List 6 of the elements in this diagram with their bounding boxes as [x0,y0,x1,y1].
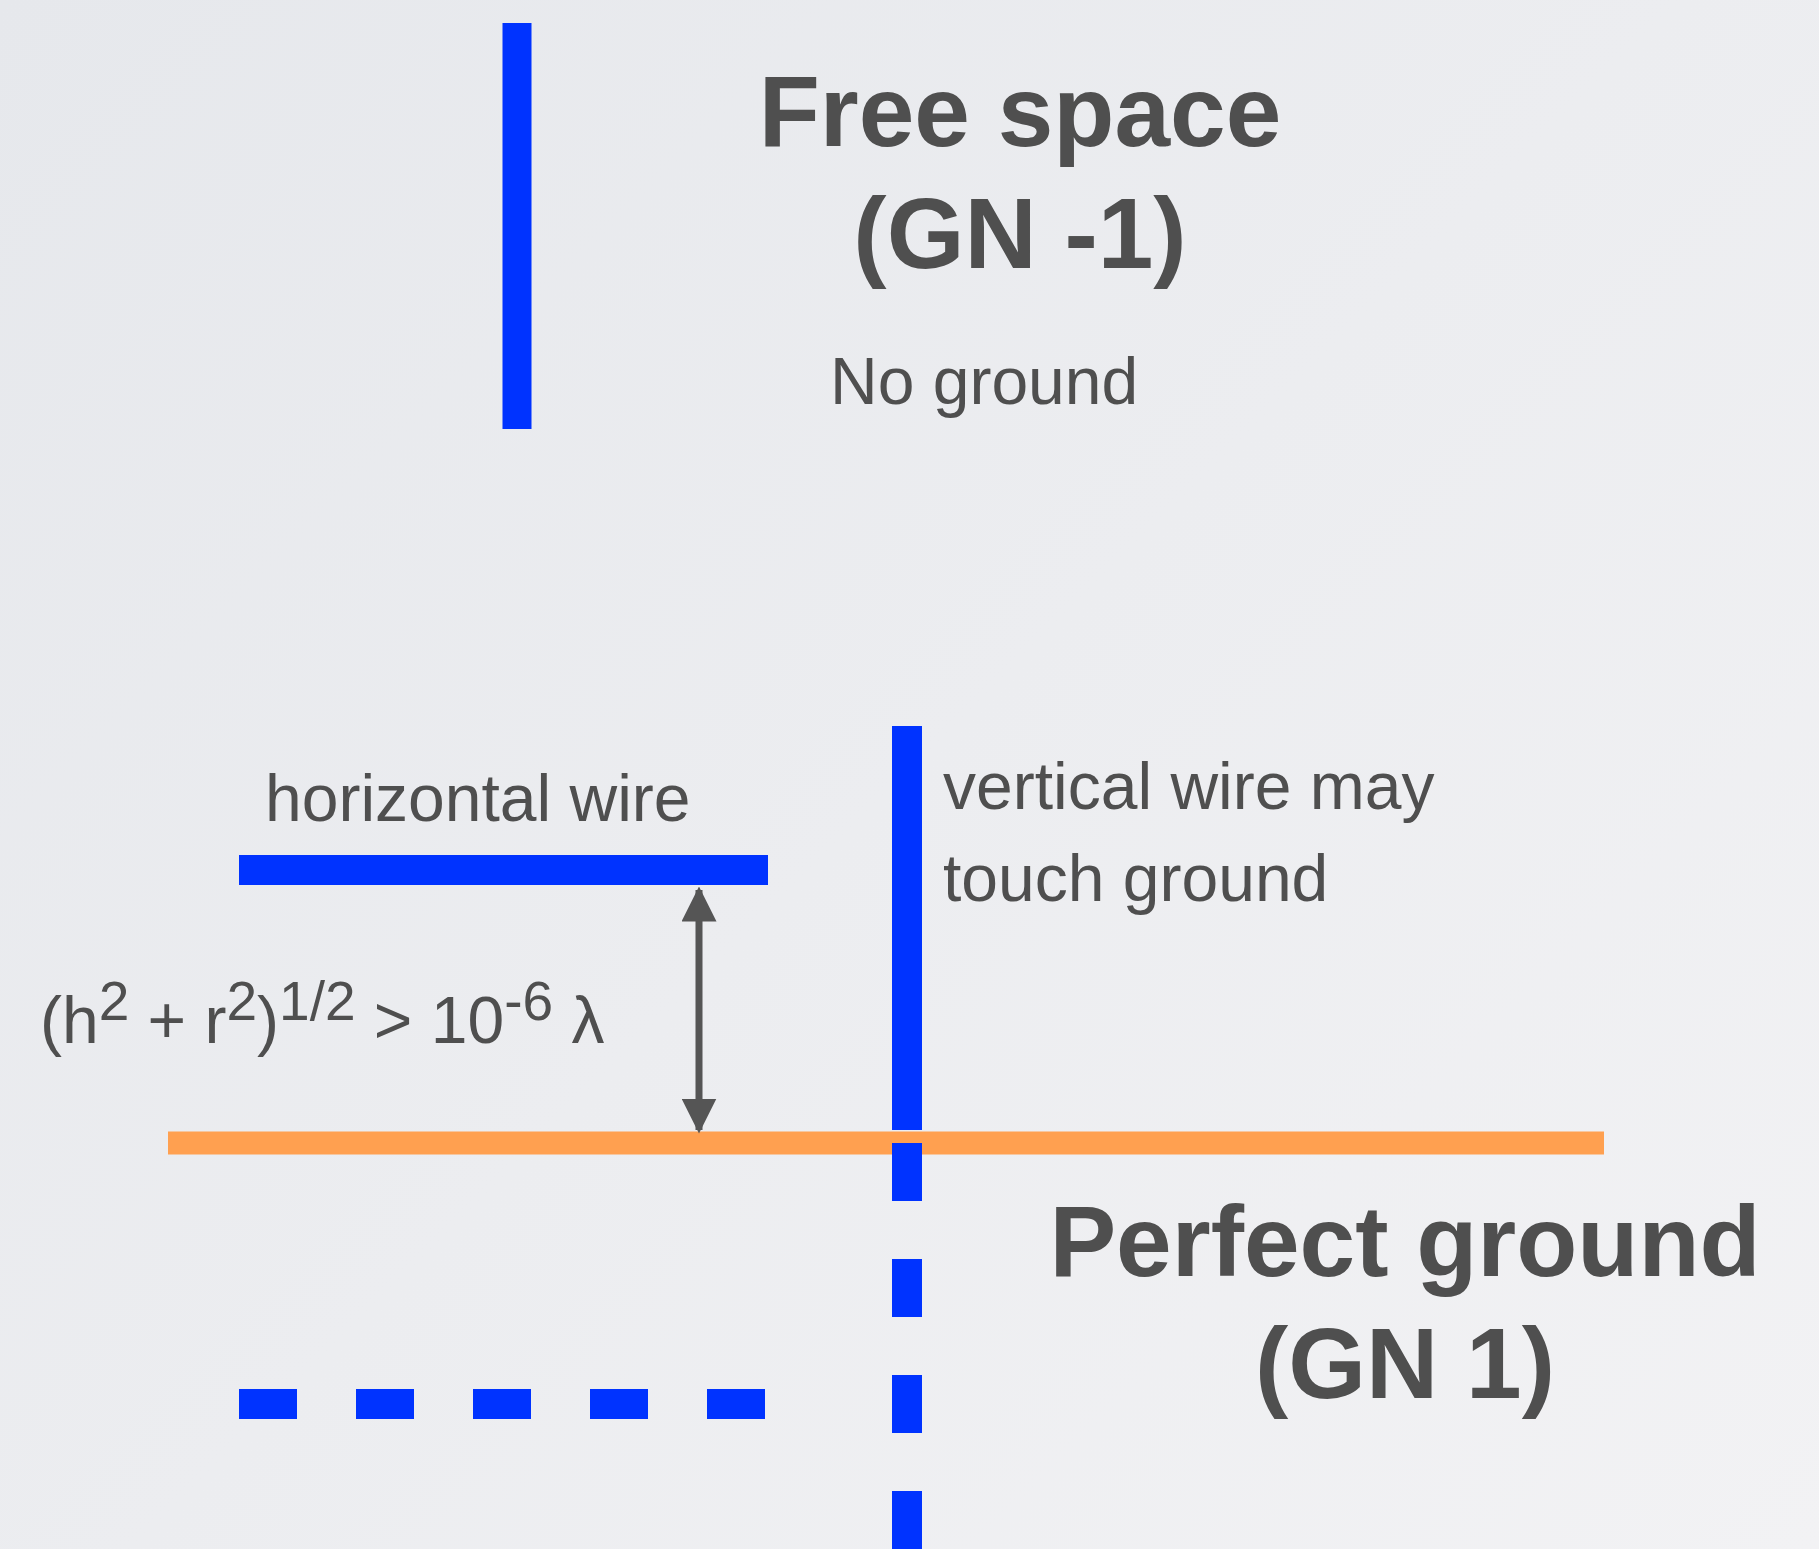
caption: No ground [830,343,1139,420]
wire-label: horizontal wire [265,760,691,837]
heading: Perfect ground (GN 1) [1048,1184,1762,1421]
wire-label: vertical wire may touch ground [943,748,1436,917]
formula: (h$^{2}$ + r$^{2}$)$^{1/2}$ > 10$^{-6}$ λ [40,969,605,1059]
heading: Free space (GN -1) [757,54,1283,291]
